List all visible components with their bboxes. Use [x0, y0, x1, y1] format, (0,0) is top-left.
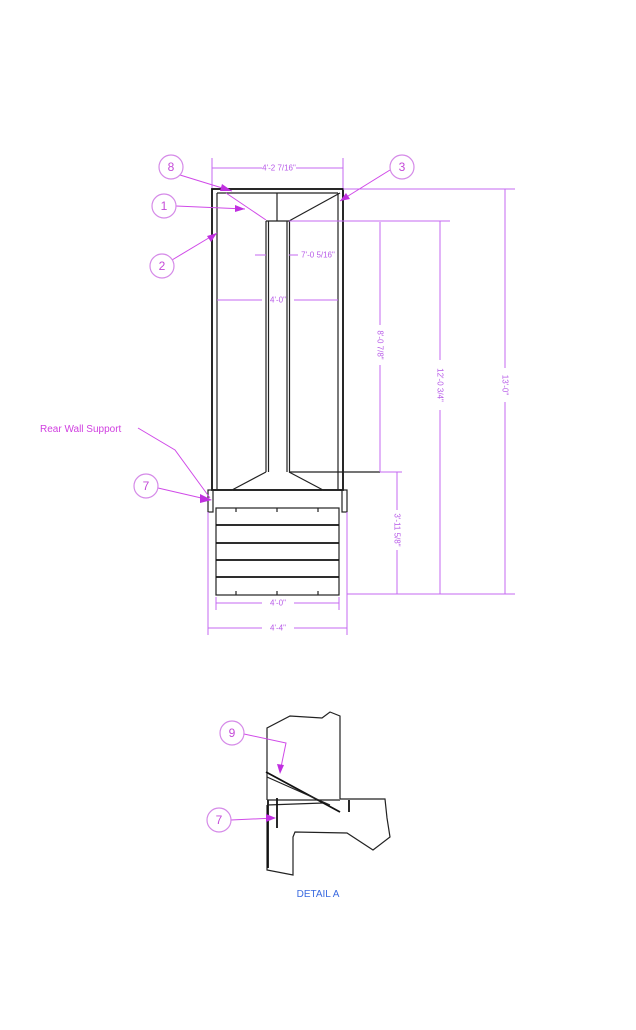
dim-top-width: 4'-2 7/16": [262, 164, 296, 173]
detail-callout-9: [219, 720, 245, 746]
svg-text:2: 2: [159, 259, 166, 273]
detail-callout-7: [206, 807, 232, 833]
svg-text:3: 3: [399, 160, 406, 174]
dim-upper-height: 8'-0 7/8": [376, 330, 385, 359]
dim-mid-height: 12'-0 3/4": [436, 368, 445, 402]
dim-overall-height: 13'-0": [501, 375, 510, 396]
callout-2: [149, 253, 175, 279]
callout-7: [133, 473, 159, 499]
callouts: 8 3 1 2 Rear Wall Support 7: [40, 154, 415, 503]
callout-1: [151, 193, 177, 219]
dimensions: 4'-2 7/16" 7'-0 5/16" 4'-0" 8'-0 7/8" 12…: [207, 158, 515, 635]
dim-base-outer-width: 4'-4": [270, 624, 286, 633]
dim-base-height: 3'-11 5/8": [393, 513, 402, 546]
base-deck: [215, 507, 340, 596]
callout-8: [158, 154, 184, 180]
svg-text:1: 1: [161, 199, 168, 213]
dim-post-offset: 7'-0 5/16": [301, 251, 335, 260]
callout-3: [389, 154, 415, 180]
dim-inner-width: 4'-0": [270, 296, 286, 305]
svg-text:7: 7: [143, 479, 150, 493]
detail-title: DETAIL A: [297, 889, 340, 900]
svg-text:8: 8: [168, 160, 175, 174]
dim-base-inner-width: 4'-0": [270, 599, 286, 608]
svg-text:7: 7: [216, 813, 223, 827]
center-post: [265, 221, 291, 472]
outer-frame: [211, 188, 344, 491]
rear-wall-support-label: Rear Wall Support: [40, 424, 122, 435]
detail-a: 9 7 DETAIL A: [206, 711, 391, 900]
svg-text:9: 9: [229, 726, 236, 740]
main-elevation: [207, 188, 380, 596]
